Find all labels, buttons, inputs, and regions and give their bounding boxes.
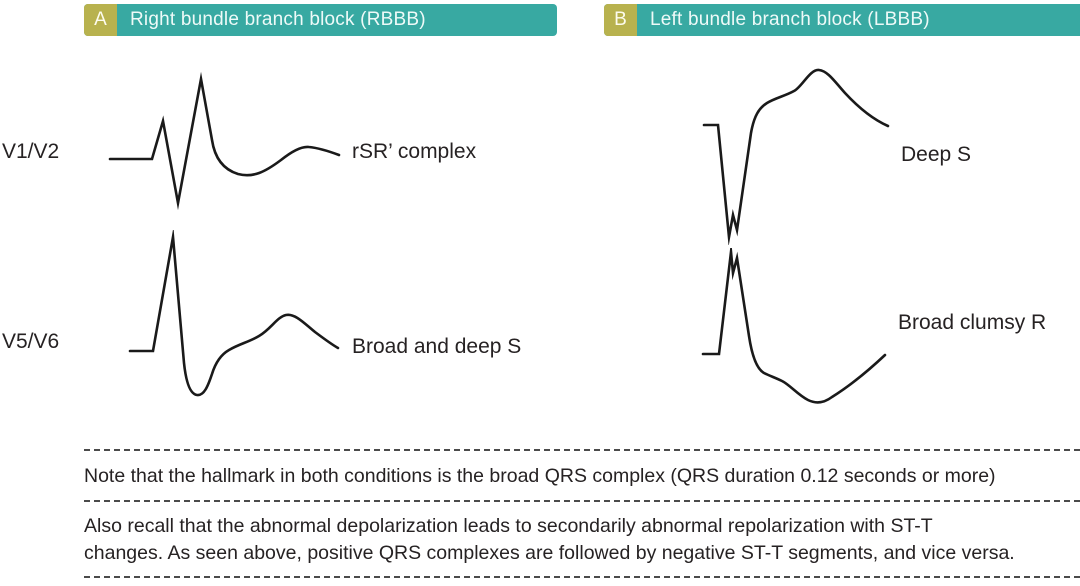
annotation-broad-deep-s: Broad and deep S	[352, 335, 522, 358]
rbbb-v5v6-waveform	[128, 230, 340, 397]
lead-label-v1v2: V1/V2	[2, 140, 60, 163]
panel-badge-b: B	[604, 4, 637, 36]
panel-badge-a: A	[84, 4, 117, 36]
panel-header-lbbb: B Left bundle branch block (LBBB)	[604, 4, 1080, 36]
note-qrs-duration-line: Note that the hallmark in both condition…	[84, 465, 996, 487]
lead-label-v5v6: V5/V6	[2, 330, 60, 353]
rbbb-v1v2-waveform	[108, 71, 341, 210]
annotation-rsr-complex: rSR’ complex	[352, 140, 477, 163]
note-qrs-duration: Note that the hallmark in both condition…	[84, 463, 996, 490]
annotation-broad-clumsy-r: Broad clumsy R	[898, 311, 1047, 334]
panel-title-rbbb: Right bundle branch block (RBBB)	[130, 9, 426, 30]
note-repolarization-line-1: Also recall that the abnormal depolariza…	[84, 515, 933, 537]
lbbb-v5v6-waveform	[701, 248, 887, 404]
note-repolarization: Also recall that the abnormal depolariza…	[84, 513, 1015, 567]
panel-title-lbbb: Left bundle branch block (LBBB)	[650, 9, 930, 30]
panel-header-rbbb: A Right bundle branch block (RBBB)	[84, 4, 557, 36]
note-repolarization-line-2: changes. As seen above, positive QRS com…	[84, 542, 1015, 564]
dashed-divider-middle	[84, 500, 1080, 502]
annotation-deep-s: Deep S	[901, 143, 972, 166]
lbbb-v1v2-waveform	[702, 68, 890, 245]
dashed-divider-top	[84, 449, 1080, 451]
dashed-divider-bottom	[84, 576, 1080, 578]
